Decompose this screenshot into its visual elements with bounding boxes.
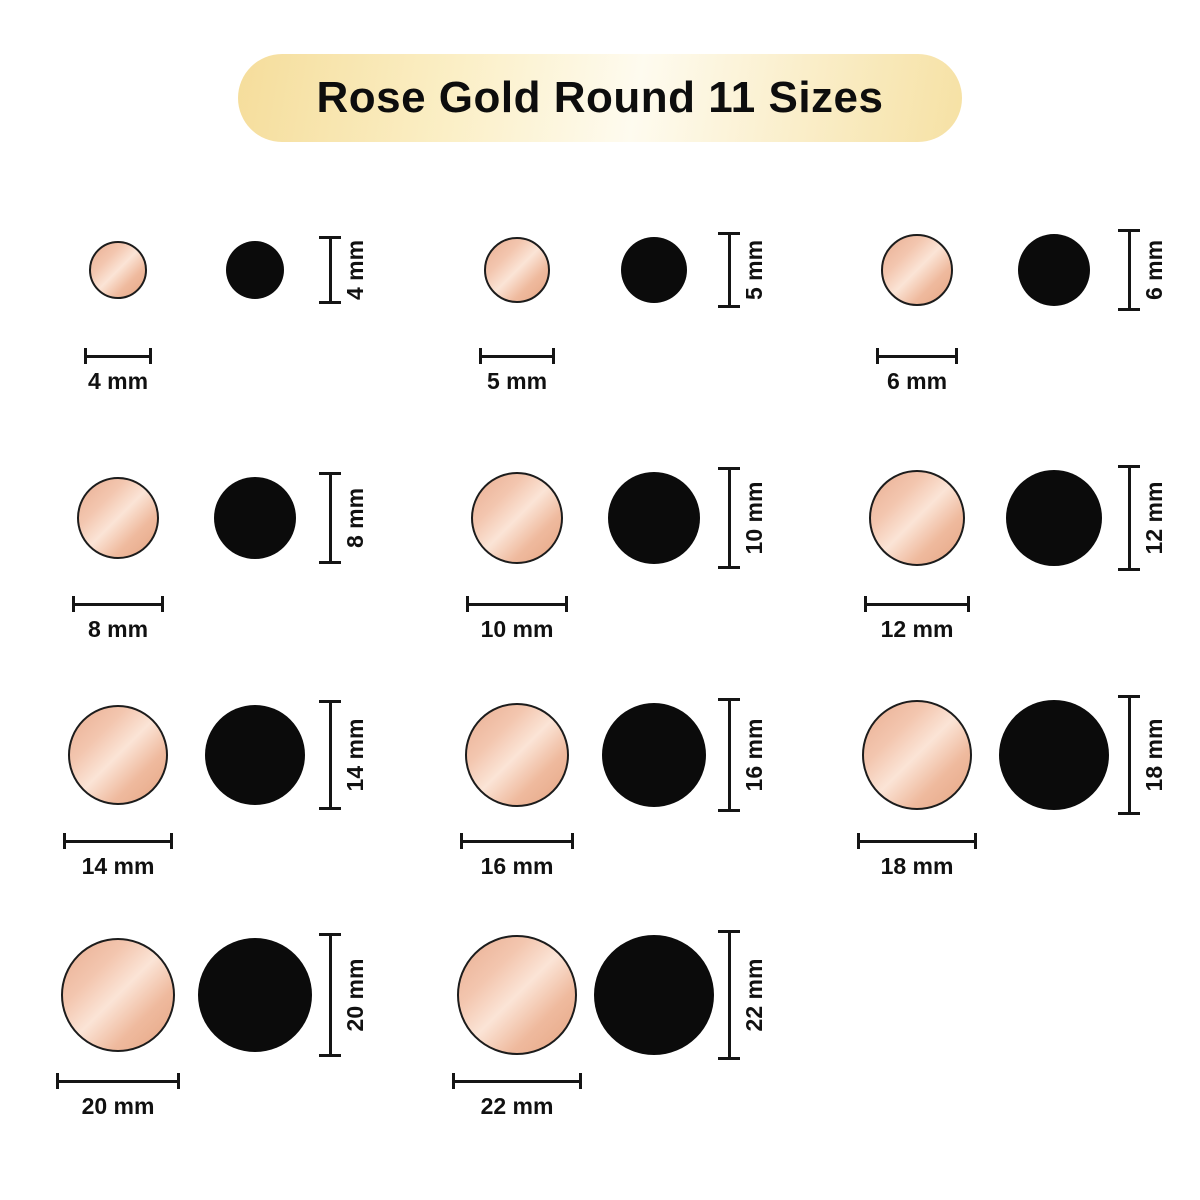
height-ruler: [1118, 229, 1140, 311]
rose-gold-circle: [457, 935, 577, 1055]
width-ruler: [56, 1073, 180, 1089]
size-cell-16mm: 16 mm 16 mm: [457, 695, 857, 890]
width-label: 20 mm: [81, 1093, 155, 1119]
rose-gold-circle: [862, 700, 972, 810]
page-title: Rose Gold Round 11 Sizes: [316, 73, 884, 122]
black-circle: [1018, 234, 1090, 306]
black-circle: [214, 477, 296, 559]
size-cell-12mm: 12 mm 12 mm: [857, 458, 1200, 653]
size-cell-18mm: 18 mm 18 mm: [857, 695, 1200, 890]
black-circle: [226, 241, 284, 299]
width-label: 8 mm: [87, 616, 149, 642]
size-cell-22mm: 22 mm 22 mm: [452, 930, 857, 1130]
rose-gold-circle: [869, 470, 965, 566]
width-ruler: [864, 596, 970, 612]
height-label: 22 mm: [741, 958, 767, 1032]
height-label: 5 mm: [741, 239, 767, 301]
width-label: 12 mm: [880, 616, 954, 642]
height-ruler: [718, 232, 740, 308]
height-ruler: [1118, 465, 1140, 571]
width-label: 4 mm: [87, 368, 149, 394]
size-cell-6mm: 6 mm 6 mm: [857, 210, 1200, 405]
width-label: 10 mm: [480, 616, 554, 642]
height-label: 14 mm: [342, 718, 368, 792]
height-ruler: [319, 236, 341, 304]
height-label: 12 mm: [1141, 481, 1167, 555]
width-ruler: [84, 348, 152, 364]
black-circle: [608, 472, 700, 564]
width-ruler: [479, 348, 555, 364]
width-label: 16 mm: [480, 853, 554, 879]
title-pill: Rose Gold Round 11 Sizes: [238, 54, 962, 142]
height-ruler: [718, 930, 740, 1060]
height-label: 6 mm: [1141, 239, 1167, 301]
size-cell-5mm: 5 mm 5 mm: [457, 210, 857, 405]
rose-gold-circle: [77, 477, 159, 559]
size-cell-14mm: 14 mm 14 mm: [58, 695, 458, 890]
width-ruler: [857, 833, 977, 849]
width-label: 5 mm: [486, 368, 548, 394]
width-label: 6 mm: [886, 368, 948, 394]
size-cell-8mm: 8 mm 8 mm: [58, 458, 458, 653]
width-ruler: [452, 1073, 582, 1089]
height-label: 18 mm: [1141, 718, 1167, 792]
black-circle: [999, 700, 1109, 810]
black-circle: [602, 703, 706, 807]
size-cell-10mm: 10 mm 10 mm: [457, 458, 857, 653]
black-circle: [198, 938, 312, 1052]
rose-gold-circle: [471, 472, 563, 564]
black-circle: [621, 237, 687, 303]
height-ruler: [718, 698, 740, 812]
size-cell-4mm: 4 mm 4 mm: [58, 210, 458, 405]
black-circle: [594, 935, 714, 1055]
height-ruler: [319, 472, 341, 564]
height-label: 10 mm: [741, 481, 767, 555]
rose-gold-circle: [881, 234, 953, 306]
black-circle: [1006, 470, 1102, 566]
height-ruler: [319, 933, 341, 1057]
height-label: 16 mm: [741, 718, 767, 792]
height-label: 20 mm: [342, 958, 368, 1032]
width-label: 18 mm: [880, 853, 954, 879]
rose-gold-circle: [68, 705, 168, 805]
width-ruler: [63, 833, 173, 849]
width-label: 14 mm: [81, 853, 155, 879]
black-circle: [205, 705, 305, 805]
height-ruler: [319, 700, 341, 810]
height-label: 4 mm: [342, 239, 368, 301]
height-ruler: [718, 467, 740, 569]
height-label: 8 mm: [342, 487, 368, 549]
width-ruler: [72, 596, 164, 612]
width-ruler: [876, 348, 958, 364]
height-ruler: [1118, 695, 1140, 815]
rose-gold-circle: [484, 237, 550, 303]
size-cell-20mm: 20 mm 20 mm: [56, 933, 458, 1130]
rose-gold-circle: [61, 938, 175, 1052]
width-ruler: [466, 596, 568, 612]
rose-gold-circle: [89, 241, 147, 299]
rose-gold-circle: [465, 703, 569, 807]
width-label: 22 mm: [480, 1093, 554, 1119]
width-ruler: [460, 833, 574, 849]
